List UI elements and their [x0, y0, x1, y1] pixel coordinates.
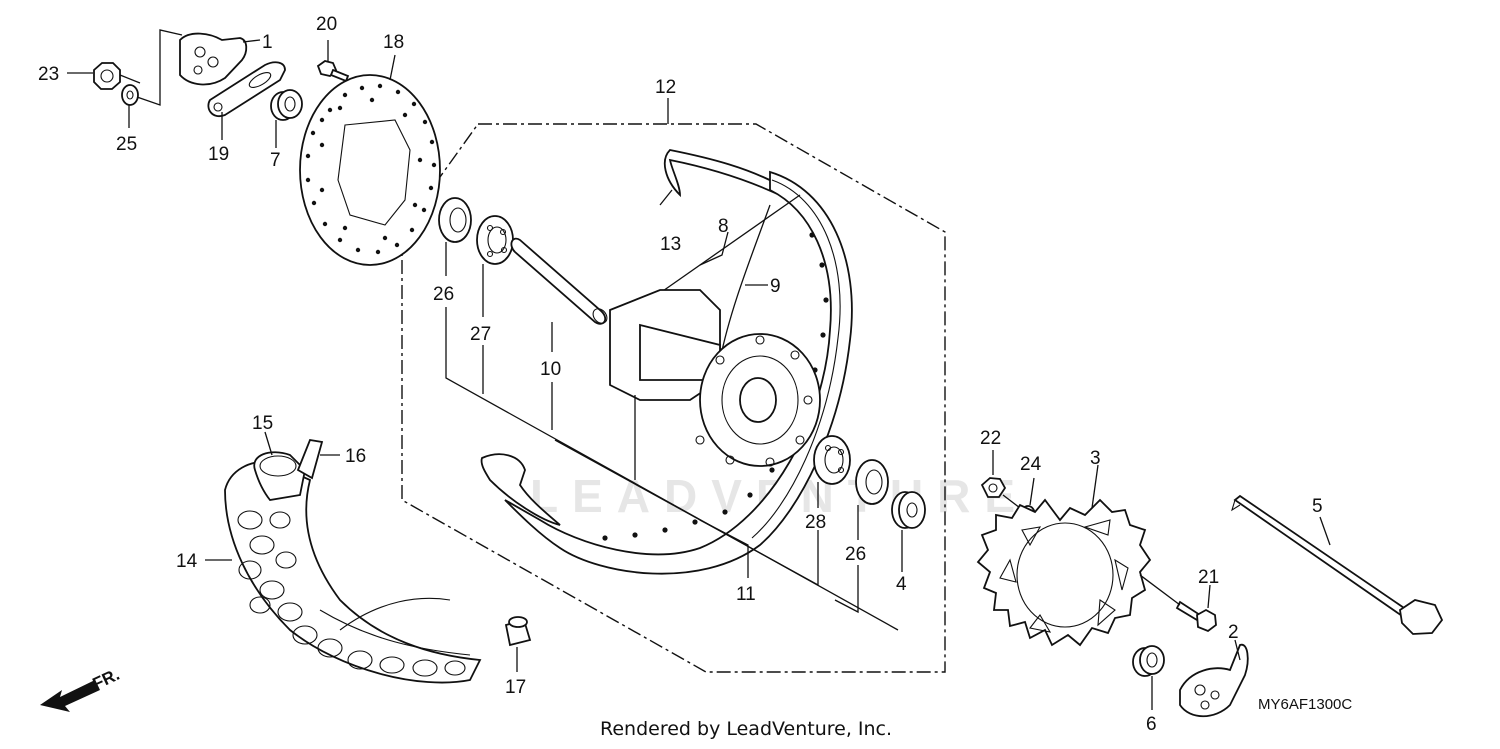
nut-22[interactable] [980, 477, 1007, 498]
callout-21[interactable]: 21 [1198, 567, 1219, 588]
spoke-9[interactable] [719, 204, 771, 361]
callout-7[interactable]: 7 [270, 150, 281, 171]
callout-26-right[interactable]: 26 [845, 544, 866, 565]
brake-disc-18[interactable] [299, 74, 441, 266]
callout-19[interactable]: 19 [208, 144, 229, 165]
callout-18[interactable]: 18 [383, 32, 404, 53]
rim-band-lower [480, 453, 561, 526]
callout-6[interactable]: 6 [1146, 714, 1157, 735]
callout-22[interactable]: 22 [980, 428, 1001, 449]
callout-5[interactable]: 5 [1312, 496, 1323, 517]
callout-12[interactable]: 12 [655, 77, 676, 98]
hub[interactable] [609, 289, 821, 467]
spoke-8[interactable] [649, 194, 801, 301]
chain-adjuster-2[interactable] [1179, 643, 1249, 718]
callout-9[interactable]: 9 [770, 276, 781, 297]
axle-5[interactable] [1231, 494, 1444, 635]
callout-16[interactable]: 16 [345, 446, 366, 467]
distance-collar-10[interactable] [510, 237, 609, 326]
callout-14[interactable]: 14 [176, 551, 198, 572]
bearing-26-right[interactable] [855, 459, 889, 505]
footer-credit: Rendered by LeadVenture, Inc. [600, 718, 893, 740]
collar-7[interactable] [270, 89, 303, 121]
callout-25[interactable]: 25 [116, 134, 137, 155]
collar-6[interactable] [1132, 645, 1165, 677]
side-collar-4[interactable] [891, 491, 926, 529]
callout-4[interactable]: 4 [896, 574, 907, 595]
tube-15[interactable] [253, 451, 306, 501]
callout-23[interactable]: 23 [38, 64, 59, 85]
diagram-code: MY6AF1300C [1258, 696, 1353, 713]
callout-24[interactable]: 24 [1020, 454, 1042, 475]
callout-3[interactable]: 3 [1090, 448, 1101, 469]
callout-20[interactable]: 20 [316, 14, 337, 35]
nut-23[interactable] [93, 62, 121, 90]
callout-1[interactable]: 1 [262, 32, 273, 53]
rim-tape-16[interactable] [296, 438, 324, 480]
callout-8[interactable]: 8 [718, 216, 729, 237]
bearing-27[interactable] [476, 215, 514, 265]
adjuster-bracket-19[interactable] [207, 61, 286, 118]
assembly-outline [401, 123, 946, 673]
callout-15[interactable]: 15 [252, 413, 273, 434]
bearing-26-left[interactable] [438, 197, 472, 243]
callout-27[interactable]: 27 [470, 324, 491, 345]
washer-25[interactable] [121, 84, 139, 106]
rim-11[interactable] [504, 170, 853, 575]
front-direction-arrow-icon: FR. [40, 665, 123, 712]
rim-band-13[interactable] [663, 149, 792, 202]
callout-2[interactable]: 2 [1228, 622, 1239, 643]
bearing-28[interactable] [813, 435, 851, 485]
bolt-20[interactable] [316, 60, 350, 83]
bolt-21[interactable] [1175, 600, 1217, 633]
callout-26-left[interactable]: 26 [433, 284, 454, 305]
callout-13[interactable]: 13 [660, 234, 681, 255]
chain-adjuster-1[interactable] [179, 32, 248, 86]
sprocket-3[interactable] [976, 498, 1152, 647]
callout-10[interactable]: 10 [540, 359, 561, 380]
tire-14[interactable] [224, 460, 482, 684]
valve-17[interactable] [504, 616, 532, 647]
callout-28[interactable]: 28 [805, 512, 826, 533]
callout-11[interactable]: 11 [736, 584, 756, 605]
callout-17[interactable]: 17 [505, 677, 526, 698]
